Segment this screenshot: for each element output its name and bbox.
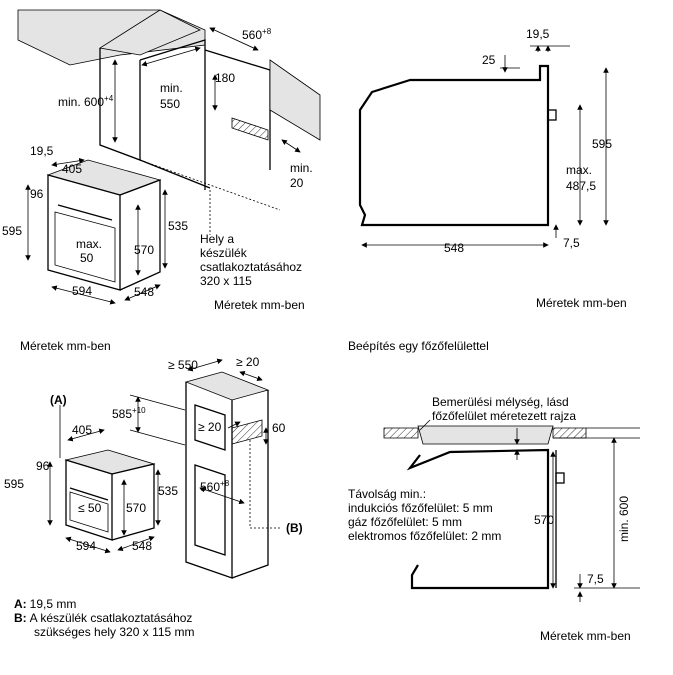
tl-dim-405: 405 <box>62 162 82 176</box>
connection-cutout <box>231 117 269 141</box>
tl-dim-min20-b: 20 <box>290 176 304 190</box>
tr-dim-548: 548 <box>444 241 464 255</box>
tl-dim-560: 560+8 <box>242 27 272 42</box>
top-right-diagram <box>358 45 609 248</box>
tl-dim-570: 570 <box>134 243 154 257</box>
dashed-floor-line <box>139 159 281 211</box>
tr-dim-19-5: 19,5 <box>526 27 550 41</box>
right-countertop <box>269 59 321 141</box>
counter-left <box>383 427 419 439</box>
bl-dim-60: 60 <box>272 421 286 435</box>
tl-dim-min550-a: min. <box>160 81 183 95</box>
bl-dim-ge20-top: ≥ 20 <box>236 355 260 369</box>
tl-note-line-4: 320 x 115 <box>200 274 252 288</box>
bl-dim-594: 594 <box>76 539 96 553</box>
oven-door <box>54 211 116 283</box>
bl-dim-595: 595 <box>4 477 24 491</box>
br-distance-line-3: gáz főzőfelület: 5 mm <box>348 515 462 529</box>
tl-dim-19-5: 19,5 <box>30 144 54 158</box>
tr-dim-max487-a: max. <box>566 163 592 177</box>
tl-dim-min550-b: 550 <box>160 97 180 111</box>
tl-dim-595: 595 <box>2 224 22 238</box>
oven-front <box>47 174 121 291</box>
br-note-line-2: főzőfelület méretezett rajza <box>432 409 576 423</box>
tr-dim-7-5: 7,5 <box>563 236 580 250</box>
bl-dim-le50: ≤ 50 <box>78 501 102 515</box>
oven2-door <box>69 491 109 533</box>
tl-dim-96: 96 <box>30 187 44 201</box>
tl-dim-594: 594 <box>72 284 92 298</box>
top-left-diagram <box>17 9 321 305</box>
countertop-top <box>98 9 201 56</box>
br-distance-line-4: elektromos főzőfelület: 2 mm <box>348 529 501 543</box>
br-oven-outline <box>406 448 550 590</box>
tl-dim-180: 180 <box>215 71 235 85</box>
br-caption: Méretek mm-ben <box>540 629 631 643</box>
oven-handle <box>57 204 113 221</box>
oven-side <box>119 179 161 291</box>
upper-compartment <box>194 404 226 451</box>
oven2-top <box>64 449 156 475</box>
tl-note-line-2: készülék <box>200 246 248 260</box>
bl-dim-570: 570 <box>126 501 146 515</box>
oven2-side <box>111 463 155 541</box>
hinge <box>547 109 557 121</box>
tall-cabinet-top <box>184 371 270 401</box>
bl-dim-585: 585+10 <box>112 406 146 421</box>
oven2-handle <box>69 487 109 501</box>
oven2-front <box>65 459 113 541</box>
tr-dim-25: 25 <box>482 53 496 67</box>
tl-dim-max50-b: 50 <box>80 251 94 265</box>
br-dim-7-5: 7,5 <box>587 572 604 586</box>
cooktop <box>417 425 554 445</box>
bl-legend-b-cont: szükséges hely 320 x 115 mm <box>34 625 195 639</box>
bl-caption: Méretek mm-ben <box>20 339 111 353</box>
tl-dim-min20-a: min. <box>290 161 313 175</box>
br-distance-line-2: indukciós főzőfelület: 5 mm <box>348 501 493 515</box>
bl-dim-548: 548 <box>132 539 152 553</box>
cabinet-left-side <box>99 48 141 161</box>
bl-legend-a: A:19,5 mm <box>14 597 76 611</box>
bl-dim-ge550: ≥ 550 <box>168 358 198 372</box>
tl-note-line-3: csatlakoztatásához <box>200 260 302 274</box>
bl-dim-405: 405 <box>72 423 92 437</box>
tr-dim-max487-b: 487,5 <box>566 179 596 193</box>
tl-dim-max50-a: max. <box>76 237 102 251</box>
br-dim-570: 570 <box>534 513 554 527</box>
cabinet-floor <box>139 159 211 189</box>
br-note-line-1: Bemerülési mélység, lásd <box>432 395 569 409</box>
bl-mark-b: (B) <box>286 521 303 535</box>
oven-profile-outline <box>358 64 550 227</box>
br-distance-line-1: Távolság min.: <box>348 487 426 501</box>
tl-dim-535: 535 <box>168 219 188 233</box>
br-title: Beépítés egy főzőfelülettel <box>348 339 489 353</box>
tl-caption: Méretek mm-ben <box>214 298 305 312</box>
bl-dim-560: 560+8 <box>200 479 230 494</box>
counter-right <box>552 427 587 439</box>
tl-dim-548: 548 <box>134 285 154 299</box>
tl-dim-min600: min. 600+4 <box>58 94 114 109</box>
lower-compartment <box>194 464 226 556</box>
bl-legend-b: B:A készülék csatlakoztatásához <box>14 611 192 625</box>
bl-dim-ge20-mid: ≥ 20 <box>198 420 222 434</box>
tall-cabinet-side <box>231 390 269 579</box>
tr-caption: Méretek mm-ben <box>536 296 627 310</box>
tl-note-line-1: Hely a <box>200 232 234 246</box>
bl-dim-96: 96 <box>36 459 50 473</box>
bottom-left-diagram <box>47 358 282 579</box>
bl-mark-a: (A) <box>50 393 67 407</box>
bottom-right-diagram <box>383 419 640 602</box>
tr-dim-595: 595 <box>592 137 612 151</box>
br-dim-min600: min. 600 <box>617 496 631 542</box>
bl-dim-535: 535 <box>158 484 178 498</box>
